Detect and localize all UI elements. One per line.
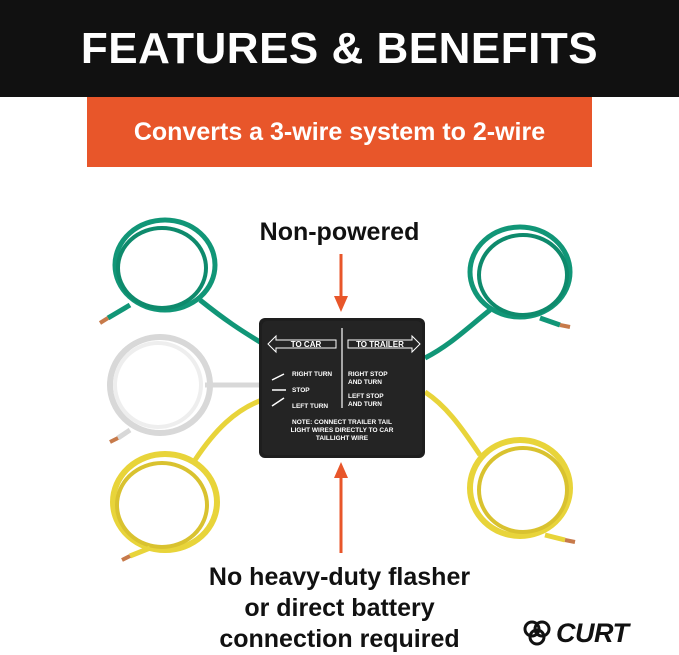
box-right-label: TO TRAILER <box>356 340 404 349</box>
wire-green-left-icon <box>98 217 267 348</box>
box-right-item: RIGHT STOP <box>348 371 388 378</box>
box-left-label: TO CAR <box>291 340 322 349</box>
banner-text: Converts a 3-wire system to 2-wire <box>133 117 546 146</box>
callout-line: No heavy-duty flasher <box>208 563 471 591</box>
brand-name: CURT <box>556 617 629 648</box>
box-right-item: LEFT STOP <box>348 393 384 400</box>
header-bar: FEATURES & BENEFITS <box>0 0 679 97</box>
box-left-item: LEFT TURN <box>292 403 328 410</box>
box-right-item: AND TURN <box>348 379 382 386</box>
arrow-up-icon <box>334 462 348 553</box>
header-title: FEATURES & BENEFITS <box>80 23 599 73</box>
arrow-down-icon <box>334 254 348 312</box>
box-left-item: RIGHT TURN <box>292 371 332 378</box>
wire-yellow-left-icon <box>110 397 263 562</box>
box-note-line: NOTE: CONNECT TRAILER TAIL <box>292 419 392 426</box>
callout-line: or direct battery <box>244 594 435 622</box>
brand-logo: CURT <box>522 618 629 648</box>
box-right-item: AND TURN <box>348 401 382 408</box>
callout-non-powered: Non-powered <box>259 218 420 246</box>
wire-white-left-icon <box>107 334 262 444</box>
converter-box <box>259 318 425 458</box>
box-note-line: LIGHT WIRES DIRECTLY TO CAR <box>291 427 394 434</box>
callout-no-flasher: No heavy-duty flasher or direct battery … <box>0 562 679 655</box>
wire-yellow-right-icon <box>423 389 576 544</box>
box-note-line: TAILLIGHT WIRE <box>316 435 369 442</box>
wire-green-right-icon <box>423 224 573 361</box>
feature-banner: Converts a 3-wire system to 2-wire <box>87 97 592 167</box>
curt-logo-icon <box>523 620 551 646</box>
box-left-item: STOP <box>292 387 310 394</box>
callout-line: connection required <box>219 625 460 653</box>
